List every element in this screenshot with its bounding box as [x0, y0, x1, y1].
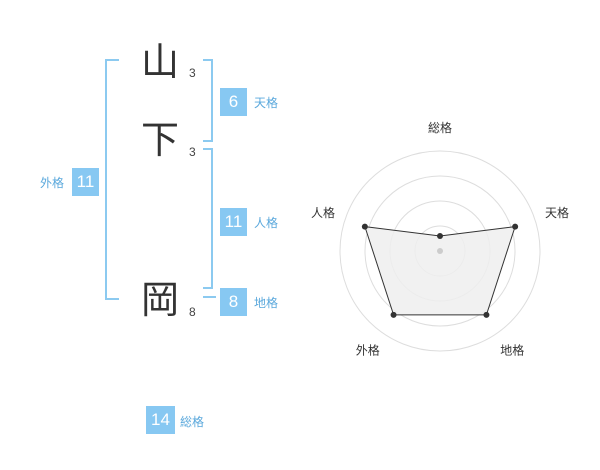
radar-grid-ring: [339, 150, 541, 352]
stroke-count-2: 3: [189, 145, 196, 159]
name-char-2: 下: [141, 118, 180, 162]
radar-axis-label-4: 外格: [356, 343, 380, 358]
radar-axis-label-1: 総格: [428, 120, 452, 135]
radar-point-2: [512, 223, 519, 230]
gaikaku-label: 外格: [40, 176, 65, 190]
soukaku-value-badge: 14: [146, 406, 175, 434]
stroke-count-3: 8: [189, 305, 196, 319]
gaikaku-bracket: [105, 59, 119, 300]
soukaku-label: 総格: [180, 415, 205, 429]
jinkaku-bracket: [203, 148, 213, 289]
tenkaku-bracket: [203, 59, 213, 142]
radar-point-3: [483, 311, 490, 318]
name-char-1: 山: [141, 40, 180, 84]
radar-point-1: [437, 233, 443, 239]
jinkaku-value-badge: 11: [220, 208, 247, 236]
radar-center-point: [437, 248, 443, 254]
radar-axis-label-5: 人格: [311, 205, 335, 220]
chikaku-label: 地格: [254, 296, 279, 310]
radar-grid-ring: [364, 175, 516, 327]
radar-axis-label-2: 天格: [545, 205, 569, 220]
chikaku-connector: [203, 296, 216, 298]
name-char-3: 岡: [141, 278, 180, 322]
radar-axis-label-3: 地格: [500, 343, 524, 358]
stroke-count-1: 3: [189, 66, 196, 80]
tenkaku-value-badge: 6: [220, 88, 247, 116]
radar-point-4: [390, 311, 397, 318]
chikaku-value-badge: 8: [220, 288, 247, 316]
radar-point-5: [361, 223, 368, 230]
jinkaku-label: 人格: [254, 216, 279, 230]
radar-points: [361, 223, 519, 318]
gaikaku-value-badge: 11: [72, 168, 99, 196]
tenkaku-label: 天格: [254, 96, 279, 110]
radar-area: [364, 226, 516, 316]
